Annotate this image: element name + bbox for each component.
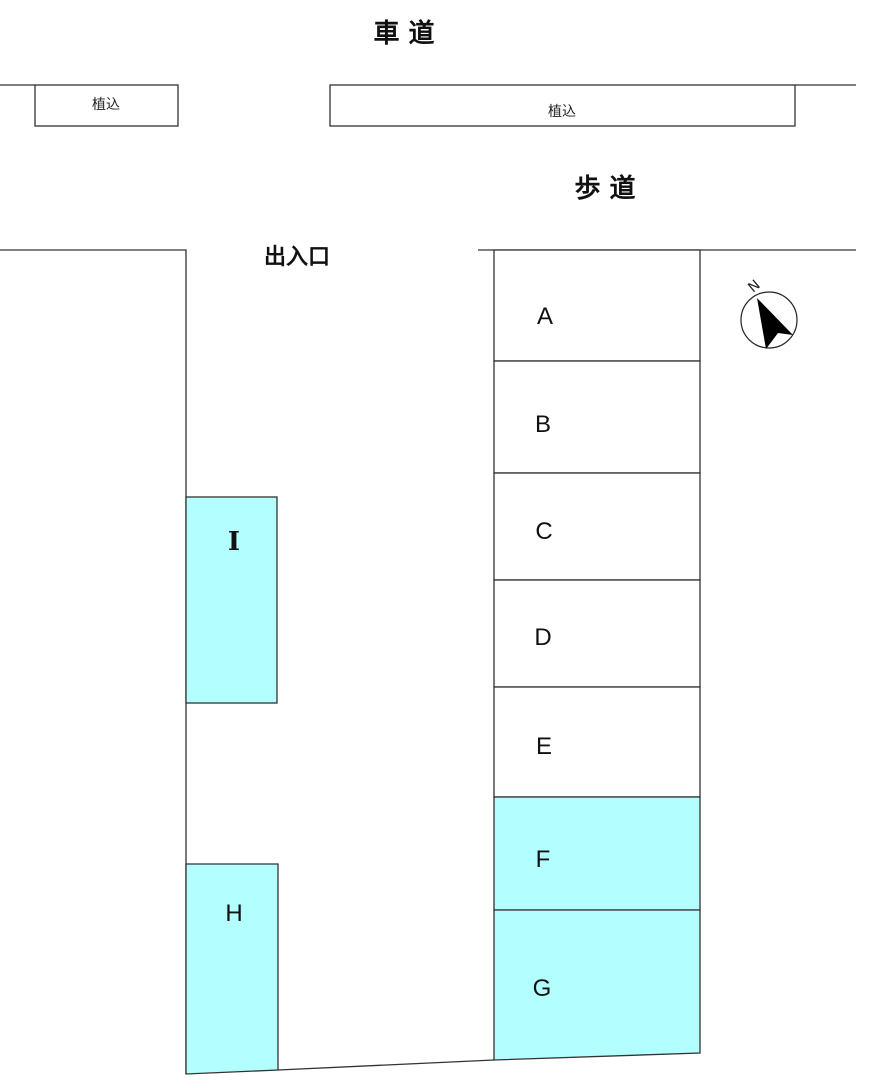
planter-left-label: 植込 bbox=[92, 97, 120, 113]
site-boundary-bottom bbox=[277, 1059, 495, 1071]
lot-B-label: B bbox=[535, 411, 551, 438]
lot-D-label: D bbox=[534, 624, 551, 651]
lot-H-label: H bbox=[225, 900, 242, 927]
lot-C[interactable]: C bbox=[493, 472, 701, 581]
lot-E[interactable]: E bbox=[493, 686, 701, 798]
sidewalk-label: 歩 道 bbox=[574, 173, 635, 204]
planter-left: 植込 bbox=[0, 84, 179, 127]
planter-right-label: 植込 bbox=[548, 104, 576, 120]
lot-I[interactable]: I bbox=[185, 496, 278, 704]
site-boundary-left bbox=[0, 249, 187, 1074]
lot-H[interactable]: H bbox=[185, 863, 279, 1075]
lot-E-label: E bbox=[536, 733, 552, 760]
lot-A[interactable]: A bbox=[493, 249, 701, 362]
planter-right: 植込 bbox=[329, 84, 856, 127]
lot-I-label: I bbox=[228, 527, 240, 557]
north-arrow-icon: N bbox=[740, 277, 798, 349]
lot-A-label: A bbox=[537, 303, 553, 330]
entrance-label: 出入口 bbox=[264, 245, 330, 270]
lot-F[interactable]: F bbox=[493, 796, 701, 911]
lot-G-label: G bbox=[533, 975, 552, 1002]
lot-B[interactable]: B bbox=[493, 360, 701, 474]
lot-G[interactable]: G bbox=[493, 909, 701, 1061]
lot-F-label: F bbox=[536, 846, 551, 873]
lot-D[interactable]: D bbox=[493, 579, 701, 688]
lot-C-label: C bbox=[535, 518, 552, 545]
roadway-label: 車 道 bbox=[373, 18, 434, 49]
